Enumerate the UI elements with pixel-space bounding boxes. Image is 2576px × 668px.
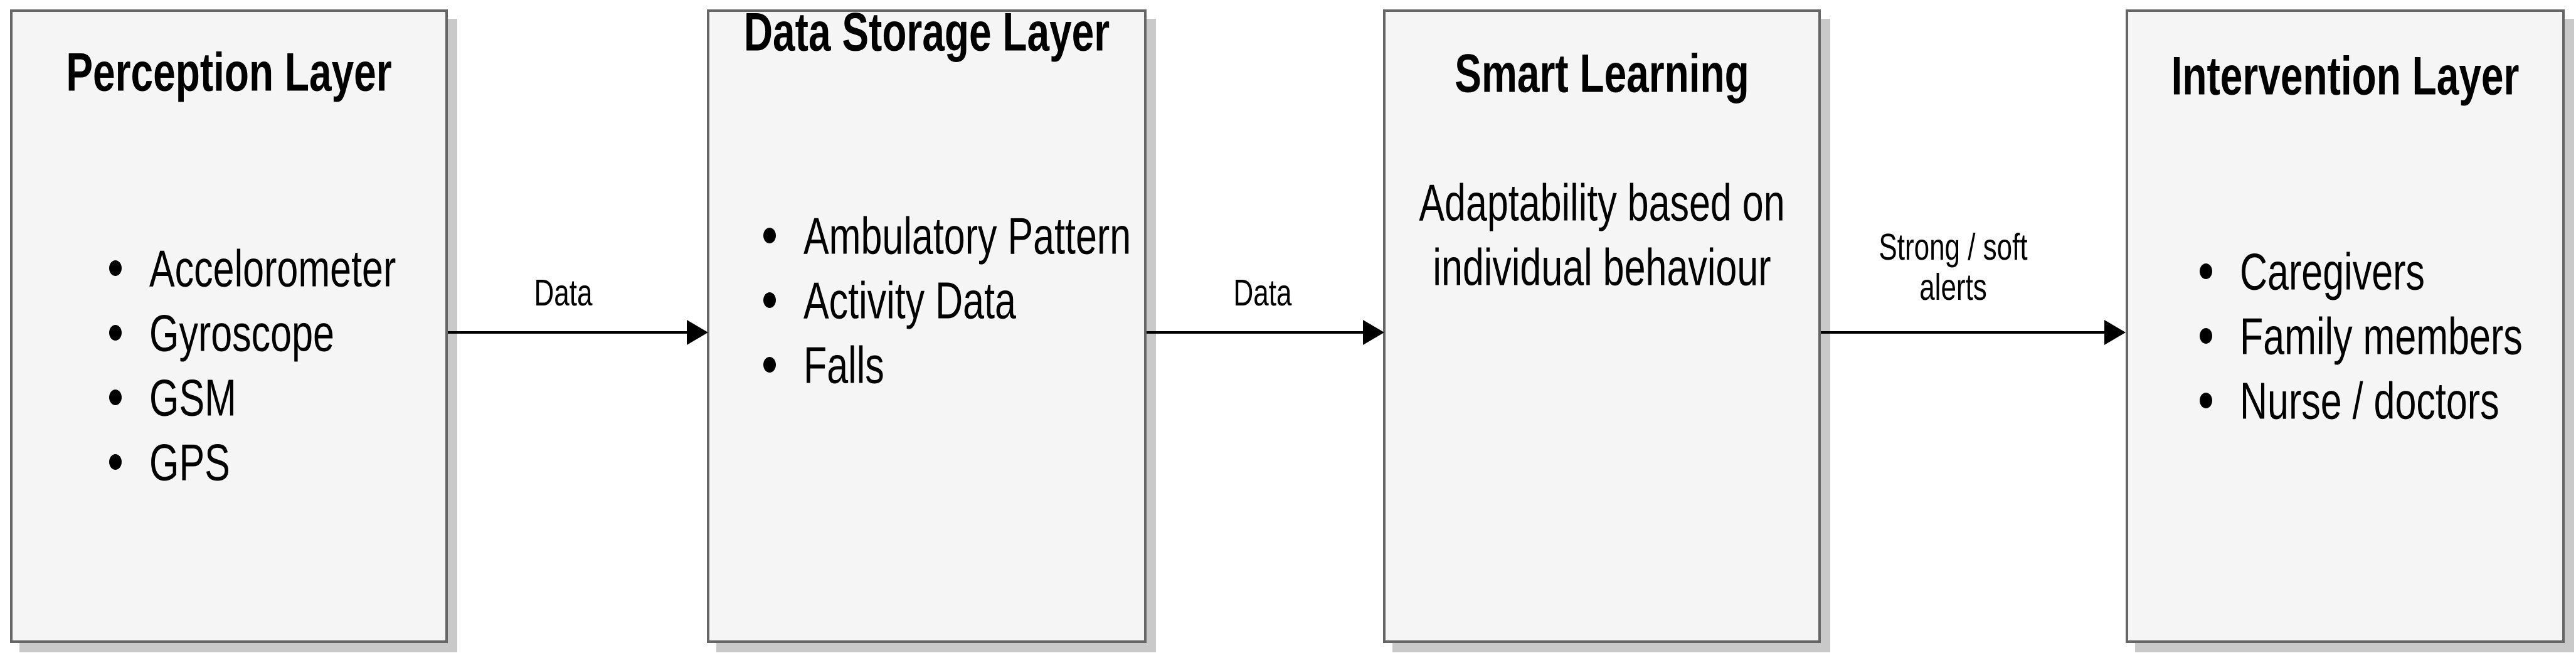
list-item: Caregivers [2200,239,2523,304]
body-line-text: Adaptability based on [1419,173,1785,231]
box-title-text: Smart Learning [1455,42,1749,104]
bullet-dot [109,454,122,470]
list-item: Activity Data [763,268,1131,332]
arrow-head [687,320,708,345]
list-item: GPS [109,430,396,494]
bullet-dot [763,292,776,308]
bullet-dot [763,228,776,243]
arrow-label-line: alerts [1796,267,2110,309]
bullet-list: Accelorometer Gyroscope GSM GPS [109,236,396,494]
box-perception-layer: Perception Layer Accelorometer Gyroscope… [10,9,448,643]
bullet-dot [2200,393,2212,408]
list-item-text: Nurse / doctors [2240,371,2499,430]
list-item: Nurse / doctors [2200,368,2523,433]
arrow-line [1821,331,2104,334]
arrow-label-line: Data [469,272,657,314]
box-title: Intervention Layer [2128,43,2562,108]
list-item-text: Family members [2240,307,2523,365]
arrow-label: Data [1169,272,1357,314]
box-data-storage-layer: Data Storage Layer Ambulatory Pattern Ac… [707,1,1147,643]
arrow-head [2104,320,2126,345]
arrow-label-text: Data [534,272,593,314]
bullet-dot [109,325,122,341]
arrow-label-text: alerts [1919,267,1987,309]
list-item-text: Gyroscope [149,304,334,362]
list-item-text: Falls [803,336,884,394]
arrow-label-text: Strong / soft [1879,226,2028,268]
box-title-text: Perception Layer [66,41,392,103]
box-intervention-layer: Intervention Layer Caregivers Family mem… [2126,9,2565,643]
arrow-label-line: Data [1169,272,1357,314]
arrow-label-text: Data [1233,272,1292,314]
list-item-text: Activity Data [803,271,1016,329]
box-body-text: Adaptability based on individual behavio… [1386,170,1818,299]
arrow-label: Data [469,272,657,314]
body-line: individual behaviour [1386,235,1818,299]
list-item: Gyroscope [109,300,396,365]
bullet-dot [109,260,122,276]
bullet-list: Caregivers Family members Nurse / doctor… [2200,239,2523,433]
list-item: Falls [763,332,1131,397]
list-item-text: Caregivers [2240,242,2425,300]
box-title: Perception Layer [13,40,445,104]
list-item-text: GSM [149,368,236,427]
bullet-dot [2200,328,2212,344]
list-item: Ambulatory Pattern [763,203,1131,268]
list-item: GSM [109,365,396,430]
list-item: Family members [2200,304,2523,368]
arrow-label-line: Strong / soft [1796,226,2110,268]
box-title-text: Data Storage Layer [743,1,1110,63]
bullet-dot [2200,263,2212,279]
body-line: Adaptability based on [1386,170,1818,235]
arrow-line [1147,331,1363,334]
list-item-text: Ambulatory Pattern [803,206,1132,265]
box-title: Data Storage Layer [709,0,1144,64]
arrow-label: Strong / soft alerts [1796,226,2110,309]
bullet-list: Ambulatory Pattern Activity Data Falls [763,203,1131,397]
body-line-text: individual behaviour [1433,238,1771,296]
list-item-text: Accelorometer [149,239,396,297]
box-title: Smart Learning [1386,41,1818,105]
bullet-dot [763,357,776,373]
list-item-text: GPS [149,433,230,491]
bullet-dot [109,390,122,405]
arrow-head [1363,320,1384,345]
list-item: Accelorometer [109,236,396,300]
box-title-text: Intervention Layer [2171,45,2520,107]
arrow-line [448,331,687,334]
box-smart-learning: Smart Learning Adaptability based on ind… [1383,9,1821,643]
